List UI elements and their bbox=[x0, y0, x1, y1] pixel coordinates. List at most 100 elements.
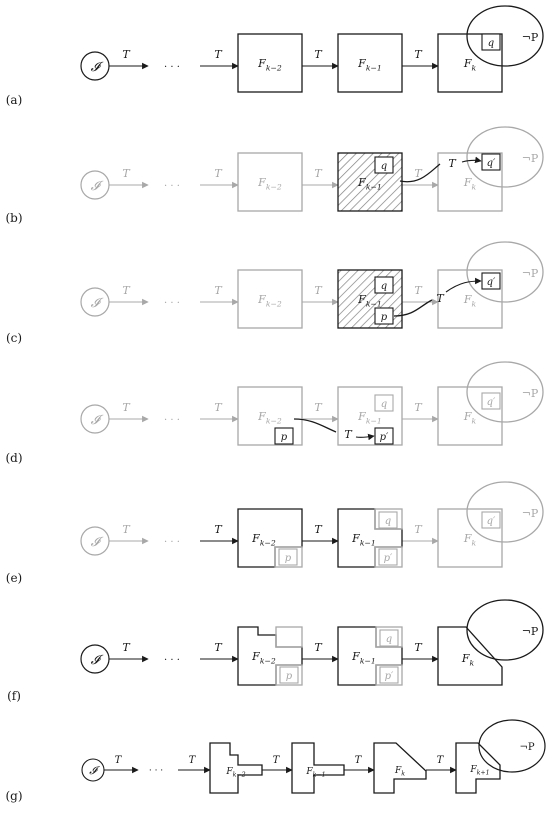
frame-label: Fk−2 bbox=[257, 293, 282, 308]
state-q-prime: q′ bbox=[487, 397, 496, 408]
panel-label: (b) bbox=[5, 211, 22, 225]
frame-k-minus-2 bbox=[237, 152, 303, 212]
state-q-box bbox=[481, 33, 501, 51]
frame-k bbox=[437, 33, 503, 93]
initial-state-label: 𝓘 bbox=[91, 535, 104, 550]
panel-label: (c) bbox=[6, 331, 22, 345]
frame-k bbox=[437, 626, 503, 686]
frame-label-subscript: k−2 bbox=[266, 416, 282, 425]
frame-k-minus-2-removed-region bbox=[274, 546, 303, 568]
frame-k-minus-1-removed-bottom bbox=[374, 546, 403, 568]
frame-label-subscript: k bbox=[469, 658, 474, 667]
state-q-box bbox=[374, 156, 394, 174]
bad-states-label: ¬P bbox=[522, 31, 539, 44]
bad-states-ellipse bbox=[466, 481, 544, 543]
state-q-prime: q′ bbox=[487, 516, 496, 527]
frame-label: Fk bbox=[463, 532, 477, 547]
frame-label-subscript: k−2 bbox=[260, 538, 276, 547]
state-q-prime-box bbox=[481, 272, 501, 290]
frame-label-base: F bbox=[257, 176, 266, 189]
frame-k bbox=[437, 508, 503, 568]
frame-label: Fk−2 bbox=[257, 410, 282, 425]
transition-label: T bbox=[122, 48, 131, 61]
frame-label: Fk−1 bbox=[357, 293, 382, 308]
frame-label: Fk−2 bbox=[225, 767, 245, 779]
state-q: q bbox=[386, 634, 392, 645]
frame-label-subscript: k bbox=[401, 771, 405, 778]
state-q-prime-box bbox=[481, 511, 501, 529]
ellipsis: · · · bbox=[164, 415, 180, 426]
panel-label: (e) bbox=[6, 571, 22, 585]
transition-label: T bbox=[414, 401, 423, 414]
frame-label-base: F bbox=[351, 650, 360, 663]
bad-states-ellipse bbox=[466, 241, 544, 303]
bad-states-label: ¬P bbox=[522, 152, 539, 165]
state-p-prime-box bbox=[378, 548, 398, 566]
transition-label: T bbox=[436, 292, 445, 305]
frame-label-base: F bbox=[394, 766, 402, 776]
frame-label: Fk−1 bbox=[357, 176, 382, 191]
frame-label-base: F bbox=[357, 410, 366, 423]
frame-k-minus-2 bbox=[237, 269, 303, 329]
initial-state-label: 𝓘 bbox=[91, 60, 104, 75]
state-p-prime-box bbox=[374, 427, 394, 445]
frame-k-plus-1 bbox=[455, 742, 501, 794]
frame-label: Fk−2 bbox=[251, 532, 276, 547]
transition-label: T bbox=[355, 755, 363, 766]
frame-label-subscript: k−1 bbox=[360, 656, 376, 665]
frame-label-base: F bbox=[469, 765, 477, 775]
ellipsis: · · · bbox=[164, 655, 180, 666]
bad-states-label: ¬P bbox=[522, 507, 539, 520]
bad-states-label: ¬P bbox=[522, 625, 539, 638]
transition-label: T bbox=[414, 48, 423, 61]
frame-label: Fk−2 bbox=[257, 176, 282, 191]
initial-state-label: 𝓘 bbox=[91, 653, 104, 668]
panel-label: (d) bbox=[5, 451, 22, 465]
transition-label: T bbox=[189, 755, 197, 766]
bad-states-ellipse bbox=[478, 719, 546, 773]
transition-label: T bbox=[122, 167, 131, 180]
state-p-box bbox=[274, 427, 294, 445]
frame-label-base: F bbox=[257, 410, 266, 423]
transition-label: T bbox=[214, 401, 223, 414]
frame-label-subscript: k bbox=[471, 299, 476, 308]
frame-k bbox=[437, 152, 503, 212]
bad-states-ellipse bbox=[466, 5, 544, 67]
ellipsis: · · · bbox=[164, 62, 180, 73]
state-q: q bbox=[381, 161, 387, 172]
frame-label-base: F bbox=[257, 293, 266, 306]
frame-label-base: F bbox=[357, 176, 366, 189]
frame-label: Fk−2 bbox=[251, 650, 276, 665]
transition-label: T bbox=[122, 284, 131, 297]
transition-q-to-q-prime-head bbox=[461, 156, 482, 164]
transition-label: T bbox=[214, 167, 223, 180]
frame-label: Fk−1 bbox=[351, 650, 376, 665]
transition-p-to-p-prime bbox=[293, 418, 337, 433]
frame-label-base: F bbox=[225, 767, 233, 777]
frame-label-base: F bbox=[251, 650, 260, 663]
transition-p-to-q-prime-head bbox=[445, 277, 482, 293]
frame-k-minus-2 bbox=[209, 742, 263, 794]
ellipsis: · · · bbox=[164, 537, 180, 548]
initial-state-label: 𝓘 bbox=[89, 764, 100, 777]
transition-p-to-p-prime-head bbox=[355, 433, 375, 441]
frame-label-base: F bbox=[463, 532, 472, 545]
transition-label: T bbox=[344, 428, 353, 441]
state-q-box bbox=[378, 511, 398, 529]
transition-label: T bbox=[115, 755, 123, 766]
frame-k-minus-1-removed-top bbox=[375, 626, 403, 648]
state-p-prime: p′ bbox=[385, 671, 394, 682]
frame-label-subscript: k−2 bbox=[233, 772, 246, 779]
frame-label-base: F bbox=[357, 293, 366, 306]
ellipsis: · · · bbox=[164, 298, 180, 309]
state-q: q bbox=[381, 281, 387, 292]
bad-states-ellipse bbox=[466, 126, 544, 188]
transition-label: T bbox=[214, 284, 223, 297]
transition-label: T bbox=[314, 167, 323, 180]
frame-k bbox=[373, 742, 427, 794]
frame-k-minus-1 bbox=[291, 742, 345, 794]
frame-label-subscript: k−1 bbox=[313, 772, 326, 779]
frame-k-minus-1-removed-top bbox=[374, 508, 403, 530]
